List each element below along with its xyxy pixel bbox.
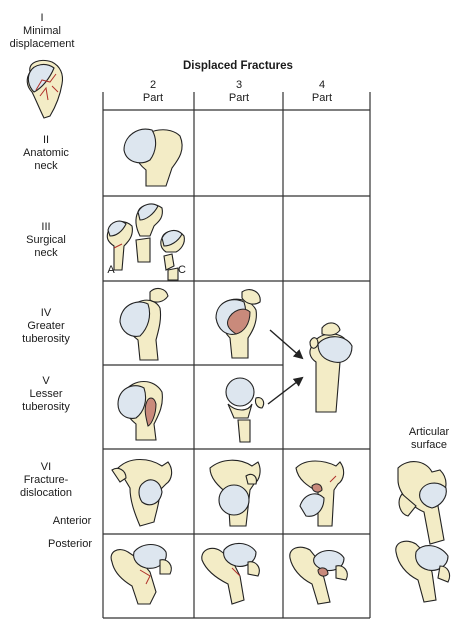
r6-line1: Fracture-	[23, 474, 69, 486]
r6-roman: VI	[40, 461, 52, 473]
r4-roman: IV	[40, 307, 52, 319]
col-3-number: 3	[235, 79, 243, 91]
articular-line1: Articular	[408, 426, 450, 438]
minimal-line2: displacement	[9, 38, 75, 50]
r5-line2: tuberosity	[22, 401, 70, 413]
articular-line2: surface	[410, 439, 448, 451]
greater-tuberosity-3part-humerus	[215, 289, 261, 359]
col-2-number: 2	[149, 79, 157, 91]
posterior-3part-fracture-dislocation	[201, 542, 260, 605]
r3-roman: III	[41, 221, 51, 233]
col-4-number: 4	[318, 79, 326, 91]
surgical-neck-label: III Surgical neck	[4, 221, 88, 260]
surgical-neck-b-humerus	[135, 203, 163, 263]
surgical-neck-a-label: A	[107, 264, 115, 276]
col-2-part-header: 2 Part	[118, 79, 188, 105]
minimal-roman: I	[40, 12, 44, 24]
r5-roman: V	[42, 375, 50, 387]
four-part-arrows	[267, 329, 304, 405]
articular-surface-posterior	[395, 540, 451, 603]
surgical-neck-c-humerus	[160, 229, 185, 281]
r6-line2: dislocation	[20, 487, 72, 499]
articular-surface-anterior	[397, 461, 447, 545]
surgical-neck-c-label: C	[178, 264, 186, 276]
r4-line1: Greater	[27, 320, 65, 332]
r2-roman: II	[42, 134, 50, 146]
col-3-word: Part	[228, 92, 250, 104]
articular-surface-label: Articular surface	[396, 426, 462, 452]
anterior-4part-fracture-dislocation	[295, 460, 345, 527]
greater-tuberosity-label: IV Greater tuberosity	[4, 307, 88, 346]
anatomic-neck-2part-humerus	[123, 128, 183, 187]
minimal-line1: Minimal	[23, 25, 61, 37]
anterior-label: Anterior	[52, 515, 92, 527]
four-part-humerus	[309, 322, 353, 413]
r2-line1: Anatomic	[23, 147, 69, 159]
displaced-fractures-title: Displaced Fractures	[183, 60, 293, 72]
r2-line2: neck	[34, 160, 58, 172]
surgical-neck-a-humerus	[106, 220, 133, 271]
anterior-3part-fracture-dislocation	[209, 459, 261, 527]
posterior-label: Posterior	[47, 538, 93, 550]
r4-line2: tuberosity	[22, 333, 70, 345]
r3-line2: neck	[34, 247, 58, 259]
anterior-2part-fracture-dislocation	[111, 458, 173, 527]
lesser-tuberosity-3part-humerus	[225, 377, 265, 443]
r5-line1: Lesser	[29, 388, 63, 400]
posterior-4part-fracture-dislocation	[289, 546, 348, 605]
greater-tuberosity-2part-humerus	[119, 287, 169, 361]
r3-line1: Surgical	[26, 234, 66, 246]
lesser-tuberosity-label: V Lesser tuberosity	[4, 375, 88, 414]
lesser-tuberosity-2part-humerus	[117, 380, 163, 441]
classification-grid	[102, 92, 371, 619]
col-2-word: Part	[142, 92, 164, 104]
anatomic-neck-label: II Anatomic neck	[4, 134, 88, 173]
minimal-displacement-humerus	[26, 59, 64, 119]
col-4-word: Part	[311, 92, 333, 104]
col-3-part-header: 3 Part	[204, 79, 274, 105]
col-4-part-header: 4 Part	[287, 79, 357, 105]
posterior-2part-fracture-dislocation	[110, 543, 172, 605]
fracture-dislocation-label: VI Fracture- dislocation	[4, 461, 88, 500]
minimal-displacement-label: I Minimal displacement	[0, 12, 84, 51]
